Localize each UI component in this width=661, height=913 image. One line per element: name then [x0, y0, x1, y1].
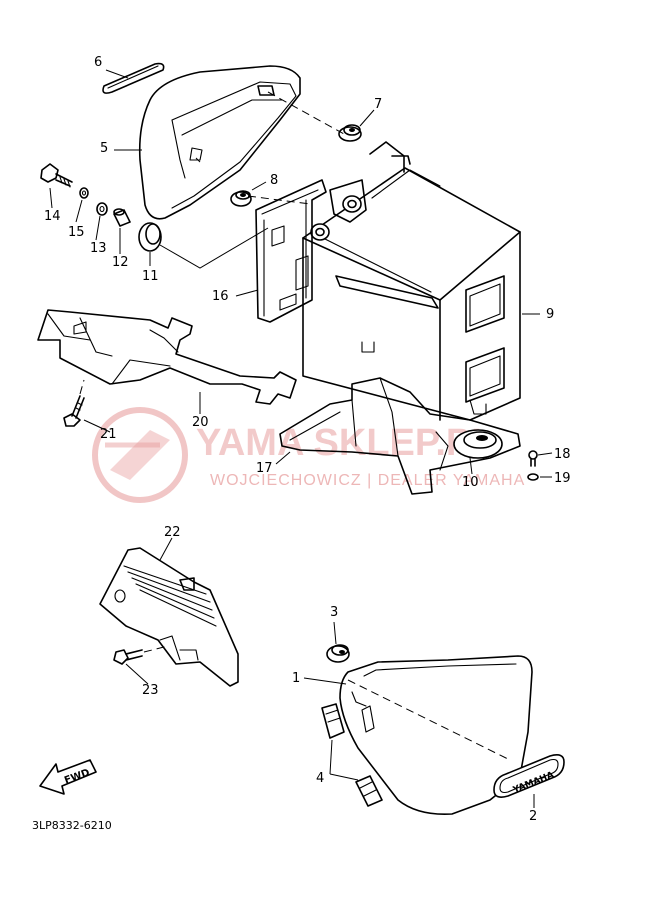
part-20-bracket [37, 309, 297, 405]
callout-4: 4 [316, 771, 324, 786]
callouts: 6 5 7 8 14 15 13 12 11 16 9 20 21 17 10 … [44, 55, 571, 824]
fwd-arrow-icon: FWD [39, 759, 97, 795]
callout-15: 15 [68, 225, 85, 240]
part-11-grommet [138, 222, 162, 252]
part-13-washer [96, 202, 108, 216]
part-18-bolt [528, 450, 538, 467]
callout-19: 19 [554, 471, 571, 486]
callout-10: 10 [462, 475, 479, 490]
part-23-bolt [113, 645, 169, 665]
part-17-lower-bracket [279, 377, 521, 495]
callout-14: 14 [44, 209, 61, 224]
watermark: YAMA SKLEP.PL WOJCIECHOWICZ | DEALER YAM… [92, 407, 525, 503]
part-5-cover [138, 65, 301, 220]
part-2-emblem: YAMAHA [493, 754, 565, 798]
part-7-grommet [338, 124, 362, 142]
part-6-strip [102, 62, 165, 94]
watermark-brand: YAMA SKLEP.PL [196, 422, 494, 464]
callout-6: 6 [94, 55, 102, 70]
part-14-bolt [40, 163, 73, 188]
callout-17: 17 [256, 461, 273, 476]
callout-2: 2 [529, 809, 537, 824]
part-15-washer [79, 187, 89, 199]
callout-5: 5 [100, 141, 108, 156]
watermark-dealer: WOJCIECHOWICZ | DEALER YAMAHA [210, 472, 525, 489]
fwd-label: FWD [63, 767, 91, 786]
callout-16: 16 [212, 289, 229, 304]
part-1-side-cover [339, 655, 533, 816]
drawing-code: 3LP8332-6210 [32, 819, 112, 832]
callout-7: 7 [374, 97, 382, 112]
part-4-damper [321, 703, 383, 807]
callout-22: 22 [164, 525, 181, 540]
part-9-battery-box [302, 141, 521, 421]
part-16-bracket [255, 179, 327, 323]
part-21-bolt [63, 379, 85, 427]
part-19-washer [527, 473, 539, 481]
callout-12: 12 [112, 255, 129, 270]
callout-23: 23 [142, 683, 159, 698]
part-12-collar [113, 208, 131, 227]
callout-1: 1 [292, 671, 300, 686]
leader-lines [49, 69, 553, 808]
watermark-logo-icon [92, 407, 188, 503]
part-3-grommet [326, 644, 350, 663]
callout-21: 21 [100, 427, 117, 442]
callout-9: 9 [546, 307, 554, 322]
callout-3: 3 [330, 605, 338, 620]
callout-18: 18 [554, 447, 571, 462]
part-22-side-cover [99, 547, 239, 687]
callout-8: 8 [270, 173, 278, 188]
callout-13: 13 [90, 241, 107, 256]
part-8-grommet [230, 190, 252, 207]
callout-11: 11 [142, 269, 159, 284]
part-10-damper [453, 429, 503, 475]
callout-20: 20 [192, 415, 209, 430]
